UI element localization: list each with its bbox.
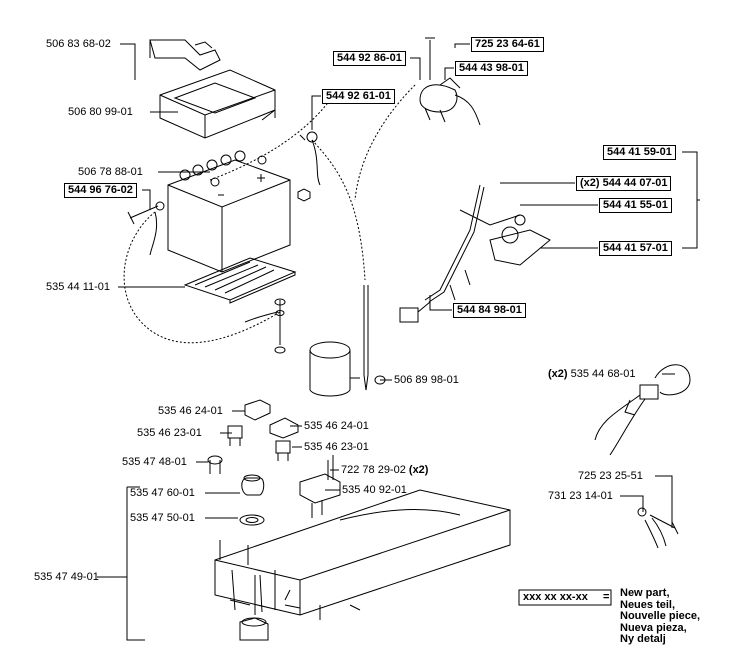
label-p23: 535 47 48-01 xyxy=(122,456,187,468)
cable-solid xyxy=(149,131,321,323)
label-p28: 535 47 49-01 xyxy=(34,571,99,583)
label-p2: 506 80 99-01 xyxy=(68,106,133,118)
legend-equals: = xyxy=(603,591,610,603)
label-p18: 731 23 14-01 xyxy=(548,490,613,502)
label-p11-row: (x2) 544 44 07-01 xyxy=(576,176,672,191)
battery-cables xyxy=(123,84,416,344)
label-p1: 506 83 68-02 xyxy=(46,38,111,50)
battery-cover xyxy=(159,69,276,139)
label-p14: 544 84 98-01 xyxy=(453,303,526,318)
qty-x2-plug: (x2) xyxy=(548,368,568,380)
legend-line-de: Neues teil, xyxy=(620,598,676,611)
solenoid xyxy=(419,37,481,126)
label-p27: 535 47 50-01 xyxy=(130,512,195,524)
legend-lines: New part, Neues teil, Nouvelle piece, Nu… xyxy=(620,587,701,646)
label-p25: 535 40 92-01 xyxy=(342,484,407,496)
bolt-assembly xyxy=(637,507,679,549)
label-p11: 544 44 07-01 xyxy=(602,177,668,189)
battery-mat xyxy=(183,257,297,304)
legend-line-es: Nueva pieza, xyxy=(620,621,687,634)
legend-line-en: New part, xyxy=(620,587,670,599)
rod xyxy=(363,285,386,391)
label-p19: 535 46 24-01 xyxy=(158,405,223,417)
label-p8: 725 23 64-61 xyxy=(471,37,544,52)
label-p21: 535 46 24-01 xyxy=(304,420,369,432)
qty-x2-screw: (x2) xyxy=(408,464,429,476)
label-p22: 535 46 23-01 xyxy=(304,441,369,453)
switches xyxy=(207,399,341,641)
label-p6: 544 92 61-01 xyxy=(322,89,395,104)
label-p26: 535 47 60-01 xyxy=(130,487,195,499)
label-p15: 506 89 98-01 xyxy=(394,374,459,386)
dash-panel xyxy=(214,489,511,620)
label-p3: 506 78 88-01 xyxy=(78,166,143,178)
legend-code: xxx xx xx-xx xyxy=(523,591,588,603)
label-p10: 544 41 59-01 xyxy=(603,145,676,160)
label-p20: 535 46 23-01 xyxy=(137,427,202,439)
label-p24: 722 78 29-02 xyxy=(341,464,406,476)
plug xyxy=(594,364,691,456)
label-p17: 725 23 25-51 xyxy=(578,470,643,482)
label-p12: 544 41 55-01 xyxy=(599,198,672,213)
label-p16-row: (x2) 535 44 68-01 xyxy=(548,368,635,381)
battery-screw xyxy=(127,188,311,354)
label-p5: 535 44 11-01 xyxy=(46,281,111,293)
battery xyxy=(167,150,291,273)
qty-x2: (x2) xyxy=(580,177,600,189)
label-p16: 535 44 68-01 xyxy=(570,368,636,380)
wiring-harness xyxy=(399,184,551,323)
legend-box xyxy=(518,589,612,606)
battery-bracket xyxy=(149,39,221,71)
legend-line-fr: Nouvelle piece, xyxy=(620,610,701,622)
label-p13: 544 41 57-01 xyxy=(599,241,672,256)
label-p7: 544 92 86-01 xyxy=(333,51,406,66)
cylinder xyxy=(309,341,360,397)
label-p4: 544 96 76-02 xyxy=(64,183,137,198)
label-p24-row: 722 78 29-02 (x2) xyxy=(341,464,428,477)
leader-lines xyxy=(97,43,700,641)
label-p9: 544 43 98-01 xyxy=(455,61,528,76)
legend-line-no: Ny detalj xyxy=(620,633,666,645)
